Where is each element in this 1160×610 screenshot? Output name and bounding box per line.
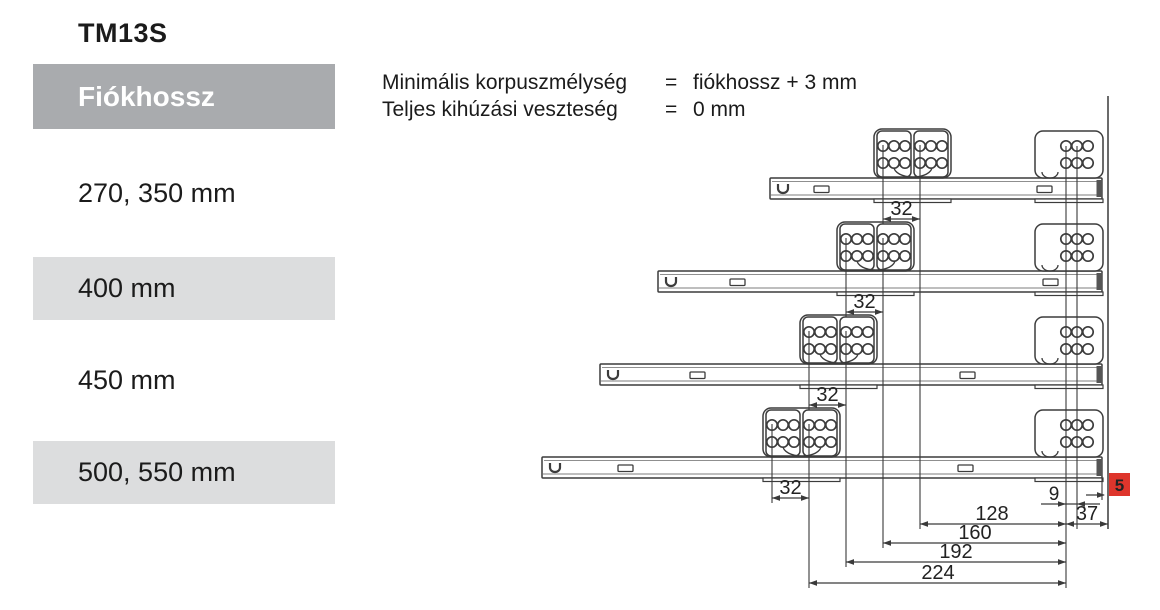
dim-32-label: 32 [779,477,801,499]
slide-270-350 [769,128,1104,204]
back-gap-highlight: 5 [1109,473,1130,496]
table-row: 270, 350 mm [78,177,236,208]
dim-37-label: 37 [1076,503,1098,525]
dim-128-label: 128 [975,503,1008,525]
slide-500-550 [541,407,1104,483]
table-row: 400 mm [33,257,335,320]
dim-160-label: 160 [958,522,991,544]
table-row: 450 mm [78,365,176,395]
spec-min-cabinet-depth: Minimális korpuszmélység=fiókhossz + 3 m… [382,71,857,94]
spec-notes: Minimális korpuszmélység=fiókhossz + 3 m… [382,69,857,123]
drawer-length-header-label: Fiókhossz [78,80,215,112]
slide-450 [599,314,1104,390]
drawer-length-header: Fiókhossz [33,64,335,129]
dim-5-label: 5 [1115,476,1124,495]
dim-32-label: 32 [853,291,875,313]
page-title: TM13S [78,18,168,48]
dim-192-label: 192 [939,541,972,563]
slide-400 [657,221,1104,297]
table-row: 500, 550 mm [33,441,335,504]
dim-224-label: 224 [921,562,954,584]
dim-9-label: 9 [1049,484,1060,505]
spec-full-extension-loss: Teljes kihúzási veszteség=0 mm [382,98,746,121]
drawer-length-table: 270, 350 mm 400 mm 450 mm 500, 550 mm [33,0,335,610]
dim-32-label: 32 [816,384,838,406]
dim-32-label: 32 [890,198,912,220]
